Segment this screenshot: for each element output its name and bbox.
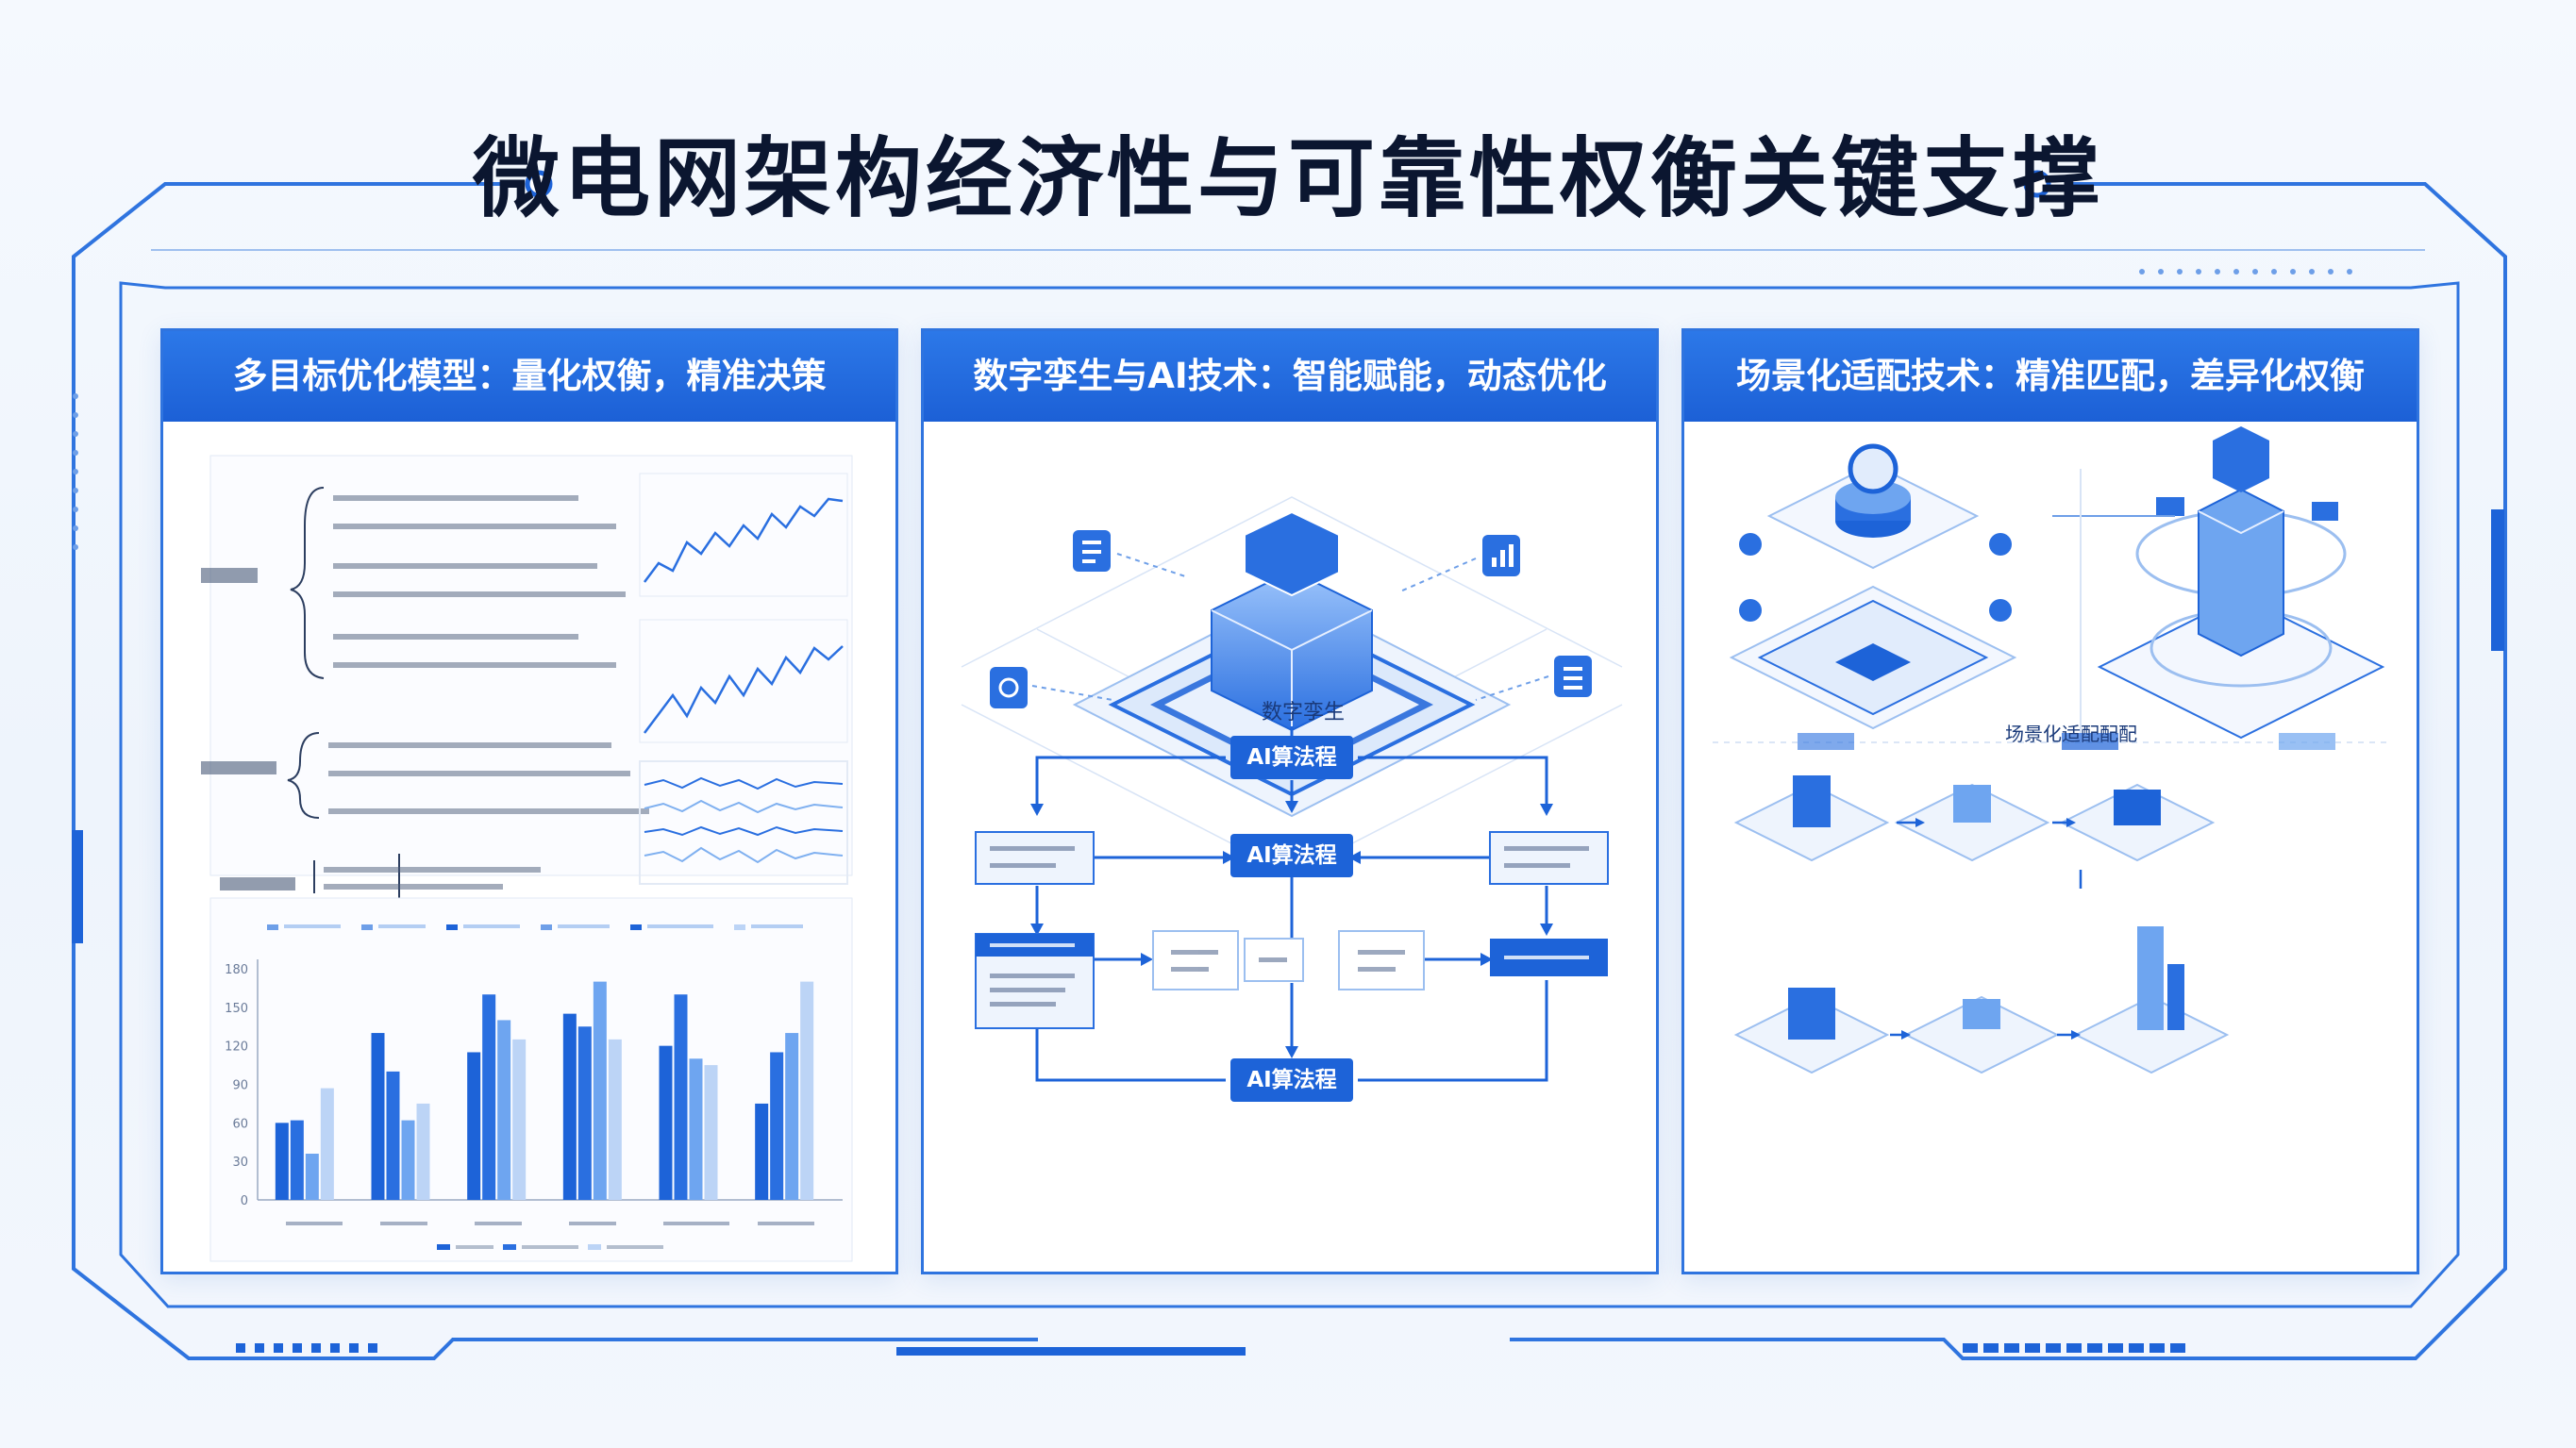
scene-label: 场景化适配配配 (2005, 723, 2137, 745)
flow-box-left (975, 831, 1095, 885)
bar (785, 1033, 799, 1200)
bar (755, 1103, 769, 1200)
bar (305, 1154, 319, 1200)
title-right-ring-icon (2023, 170, 2051, 198)
smart-node-right (2097, 426, 2385, 740)
y-tick-label: 30 (232, 1156, 248, 1170)
bar-chart: 0 30 60 90 120 150 180 (209, 897, 853, 1262)
bar (482, 994, 496, 1200)
bar (320, 1088, 334, 1200)
bar (674, 994, 688, 1200)
panel-heading: 多目标优化模型：量化权衡，精准决策 (163, 331, 895, 422)
bar (512, 1039, 527, 1200)
bar (577, 1026, 592, 1200)
y-tick-label: 150 (225, 1002, 248, 1016)
bar (275, 1123, 289, 1200)
panel-heading: 场景化适配技术：精准匹配，差异化权衡 (1684, 331, 2417, 422)
ai-algorithm-box-middle: AI算法程 (1230, 834, 1353, 877)
mini-line-chart-2 (639, 619, 848, 743)
y-tick-label: 90 (232, 1079, 248, 1093)
bar (401, 1120, 415, 1200)
bar (467, 1052, 481, 1200)
chart-icon (1482, 535, 1520, 576)
scenario-tiles (1733, 733, 2335, 1074)
bar (290, 1120, 304, 1200)
y-tick-label: 60 (232, 1117, 248, 1131)
optimization-content: 0 30 60 90 120 150 180 (201, 455, 853, 1262)
bar (593, 981, 607, 1200)
list-icon (1554, 656, 1592, 697)
y-tick-label: 120 (225, 1040, 248, 1055)
scenario-illustration (1713, 426, 2387, 1074)
page-title: 微电网架构经济性与可靠性权衡关键支撑 (472, 128, 2103, 229)
bar (562, 1013, 577, 1200)
bar (770, 1052, 784, 1200)
bar (371, 1033, 385, 1200)
bar (704, 1065, 718, 1200)
document-icon (1073, 530, 1111, 572)
chat-icon (990, 667, 1028, 708)
ai-algorithm-box-top: AI算法程 (1230, 736, 1353, 779)
smart-node-left (1729, 443, 2017, 730)
twin-label: 数字孪生 (1262, 701, 1346, 724)
panel-digital-twin-ai: 数字孪生与AI技术：智能赋能，动态优化 (921, 328, 1659, 1274)
y-tick-label: 180 (225, 963, 248, 977)
bar (497, 1020, 511, 1200)
flow-box-right (1489, 831, 1609, 885)
bar (416, 1103, 430, 1200)
bar (386, 1071, 400, 1200)
panel-heading: 数字孪生与AI技术：智能赋能，动态优化 (924, 331, 1656, 422)
bar (689, 1058, 703, 1200)
panel-optimization-model: 多目标优化模型：量化权衡，精准决策 (160, 328, 898, 1274)
digital-twin-illustration (961, 496, 1623, 1082)
bar (800, 981, 814, 1200)
bar (608, 1039, 622, 1200)
bar (659, 1045, 673, 1200)
mini-line-chart-3 (639, 760, 848, 885)
panel-scenario-adaptation: 场景化适配技术：精准匹配，差异化权衡 (1681, 328, 2419, 1274)
mini-line-chart-1 (639, 473, 848, 597)
y-tick-label: 0 (241, 1194, 248, 1208)
title-left-ring-icon (525, 170, 553, 198)
ai-algorithm-box-bottom: AI算法程 (1230, 1058, 1353, 1102)
